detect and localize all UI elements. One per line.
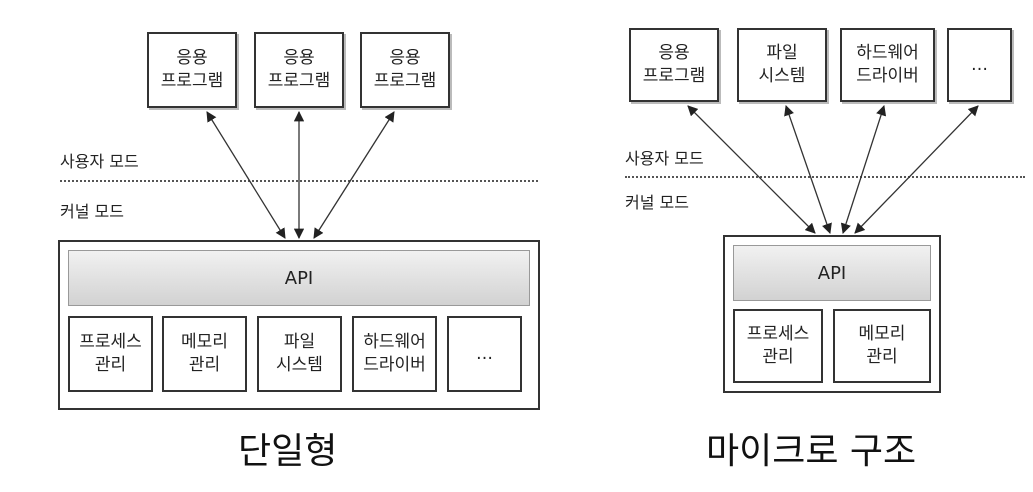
module-label-line1: 메모리 — [858, 324, 906, 344]
app-label-line1: 응용 — [176, 48, 208, 68]
app-label-line1: 하드웨어 — [856, 43, 919, 63]
app-label-line1: 응용 — [658, 43, 690, 63]
app-label-line1: 응용 — [389, 48, 421, 68]
api-bar: API — [733, 245, 931, 301]
app-label-line1: 응용 — [283, 48, 315, 68]
module-label-line2: 관리 — [188, 355, 221, 375]
api-label: API — [817, 262, 847, 284]
api-label: API — [284, 267, 314, 289]
app-label-line2: 프로그램 — [642, 66, 706, 86]
module-label-line1: 프로세스 — [79, 332, 142, 352]
module-label-line1: 하드웨어 — [363, 332, 426, 352]
app-label-line2: 프로그램 — [160, 71, 224, 91]
app-label-line1: … — [971, 54, 988, 75]
kernel-mode-label: 커널 모드 — [60, 202, 124, 221]
module-label-line1: … — [476, 343, 493, 364]
app-label-line2: 프로그램 — [267, 71, 331, 91]
app-label-line2: 프로그램 — [373, 71, 437, 91]
arrow-line — [313, 111, 395, 239]
kernel-module-more: … — [447, 316, 522, 392]
module-label-line2: 드라이버 — [363, 355, 426, 375]
monolithic-caption: 단일형 — [238, 431, 338, 472]
arrow-line — [206, 111, 286, 239]
api-bar: API — [68, 250, 530, 306]
kernel-mode-label: 커널 모드 — [625, 193, 689, 212]
user-mode-label: 사용자 모드 — [625, 149, 704, 168]
module-label-line2: 관리 — [94, 355, 127, 375]
app-label-line2: 드라이버 — [856, 66, 919, 86]
module-label-line1: 프로세스 — [746, 324, 810, 344]
arrow-line — [687, 105, 816, 234]
microkernel-caption: 마이크로 구조 — [706, 431, 917, 472]
module-label-line2: 관리 — [866, 347, 898, 367]
user-app-box: … — [947, 28, 1012, 102]
arrow-line — [840, 105, 887, 234]
module-label-line1: 파일 — [283, 332, 316, 352]
module-label-line1: 메모리 — [181, 332, 228, 352]
module-label-line2: 시스템 — [276, 355, 323, 375]
arrow-line — [784, 105, 832, 234]
app-label-line1: 파일 — [766, 43, 798, 63]
module-label-line2: 관리 — [762, 347, 794, 367]
app-label-line2: 시스템 — [758, 66, 806, 86]
user-mode-label: 사용자 모드 — [60, 152, 139, 171]
arrow-line — [854, 105, 979, 234]
